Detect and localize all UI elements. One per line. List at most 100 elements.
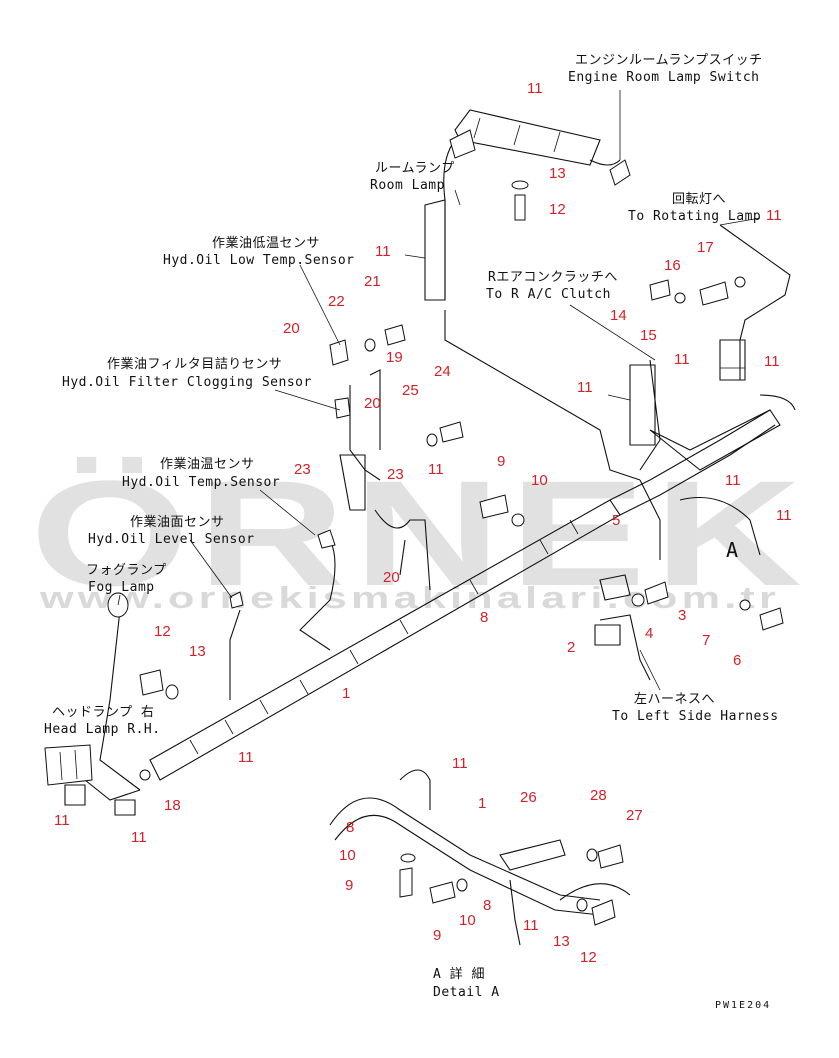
room-lamp-label-en: Room Lamp: [370, 178, 445, 193]
part-number: 18: [164, 797, 181, 814]
part-number: 27: [626, 807, 643, 824]
bolt-icon: [759, 607, 784, 631]
bolt-icon: [139, 669, 164, 696]
part-number: 20: [283, 320, 300, 337]
room-lamp-icon: [449, 129, 476, 159]
harness-lines: [64, 109, 796, 816]
ac-clutch-label-jp: Rエアコンクラッチへ: [488, 270, 618, 285]
hyd-temp-label-jp: 作業油温センサ: [160, 456, 255, 472]
bolt-icon: [597, 844, 624, 869]
rotating-lamp-label-en: To Rotating Lamp: [628, 209, 761, 224]
part-number: 8: [483, 897, 491, 914]
part-number: 8: [480, 609, 488, 626]
detail-a: [329, 769, 631, 946]
part-number: 8: [346, 819, 354, 836]
part-number: 10: [339, 847, 356, 864]
part-number: 11: [452, 755, 468, 772]
part-number: 23: [387, 466, 404, 483]
part-number: 24: [434, 363, 451, 380]
washer-icon: [364, 338, 376, 352]
detail-label-jp: A 詳 細: [433, 966, 485, 982]
part-number: 11: [238, 749, 254, 766]
part-number: 26: [520, 789, 537, 806]
sensor-icon: [334, 397, 351, 419]
head-lamp-label-en: Head Lamp R.H.: [44, 722, 161, 737]
part-number: 11: [766, 207, 782, 224]
part-number: 11: [428, 461, 444, 478]
part-number: 9: [433, 927, 441, 944]
head-lamp-label-jp: ヘッドランプ 右: [52, 705, 154, 720]
part-number: 1: [342, 685, 350, 702]
part-number: 11: [375, 243, 391, 260]
grommet-icon: [139, 769, 151, 781]
engine-room-switch-label-jp: エンジンルームランプスイッチ: [575, 53, 763, 68]
part-number: 22: [328, 293, 345, 310]
part-number: 11: [131, 829, 147, 846]
part-number: 10: [531, 472, 548, 489]
washer-icon: [674, 292, 686, 304]
head-lamp-icon: [44, 744, 93, 786]
part-number: 5: [612, 512, 620, 529]
hyd-low-temp-label-en: Hyd.Oil Low Temp.Sensor: [163, 253, 355, 268]
labels: エンジンルームランプスイッチ Engine Room Lamp Switch ル…: [44, 53, 779, 1011]
washer-icon: [511, 513, 525, 527]
part-number: 16: [664, 257, 681, 274]
fog-lamp-label-jp: フォグランプ: [86, 563, 167, 578]
part-number: 7: [702, 632, 710, 649]
engine-room-switch-label-en: Engine Room Lamp Switch: [568, 70, 760, 85]
part-number: 20: [383, 569, 400, 586]
room-lamp-label-jp: ルームランプ: [375, 161, 455, 176]
hyd-temp-label-en: Hyd.Oil Temp.Sensor: [122, 475, 280, 490]
part-number: 13: [553, 933, 570, 950]
part-number: 3: [678, 607, 686, 624]
part-number: 10: [459, 912, 476, 929]
hyd-level-label-jp: 作業油面センサ: [130, 514, 225, 530]
part-numbers: 11 13 12 11 11 17 16 14 15 21 22 20 19 1…: [54, 80, 792, 966]
part-number: 11: [54, 812, 70, 829]
washer-icon: [586, 848, 598, 862]
detail-label-en: Detail A: [433, 985, 500, 1000]
part-number: 23: [294, 461, 311, 478]
ac-clutch-label-en: To R A/C Clutch: [486, 287, 611, 302]
part-number: 12: [154, 623, 171, 640]
bolt-icon: [514, 194, 526, 221]
switch-icon: [609, 159, 631, 186]
washer-icon: [426, 433, 438, 447]
view-marker: A: [726, 538, 739, 562]
part-number: 12: [580, 949, 597, 966]
part-number: 4: [645, 625, 653, 642]
fog-lamp-label-en: Fog Lamp: [88, 580, 155, 595]
washer-icon: [400, 853, 416, 863]
bolt-icon: [399, 867, 413, 898]
part-number: 14: [610, 307, 627, 324]
components: [44, 129, 784, 786]
part-number: 28: [590, 787, 607, 804]
bolt-icon: [429, 881, 456, 904]
part-number: 21: [364, 273, 381, 290]
bolt-icon: [699, 281, 729, 306]
sensor-icon: [329, 339, 349, 366]
leader-lines: [117, 90, 761, 691]
part-number: 6: [733, 652, 741, 669]
bolt-icon: [644, 581, 669, 605]
bolt-icon: [384, 324, 406, 346]
bolt-icon: [591, 899, 616, 926]
part-number: 12: [549, 201, 566, 218]
washer-icon: [165, 684, 179, 700]
filter-clog-label-jp: 作業油フィルタ目詰りセンサ: [107, 356, 282, 372]
washer-icon: [511, 180, 529, 190]
washer-icon: [631, 593, 645, 607]
part-number: 19: [386, 349, 403, 366]
part-number: 11: [527, 80, 543, 97]
part-number: 11: [764, 353, 780, 370]
watermark-brand: ÖRNEK: [30, 449, 810, 617]
part-number: 13: [189, 643, 206, 660]
washer-icon: [576, 898, 588, 912]
part-number: 2: [567, 639, 575, 656]
drawing-code: PW1E204: [715, 1000, 771, 1011]
washer-icon: [456, 878, 468, 892]
hyd-level-label-en: Hyd.Oil Level Sensor: [88, 532, 255, 547]
left-harness-label-en: To Left Side Harness: [612, 709, 779, 724]
